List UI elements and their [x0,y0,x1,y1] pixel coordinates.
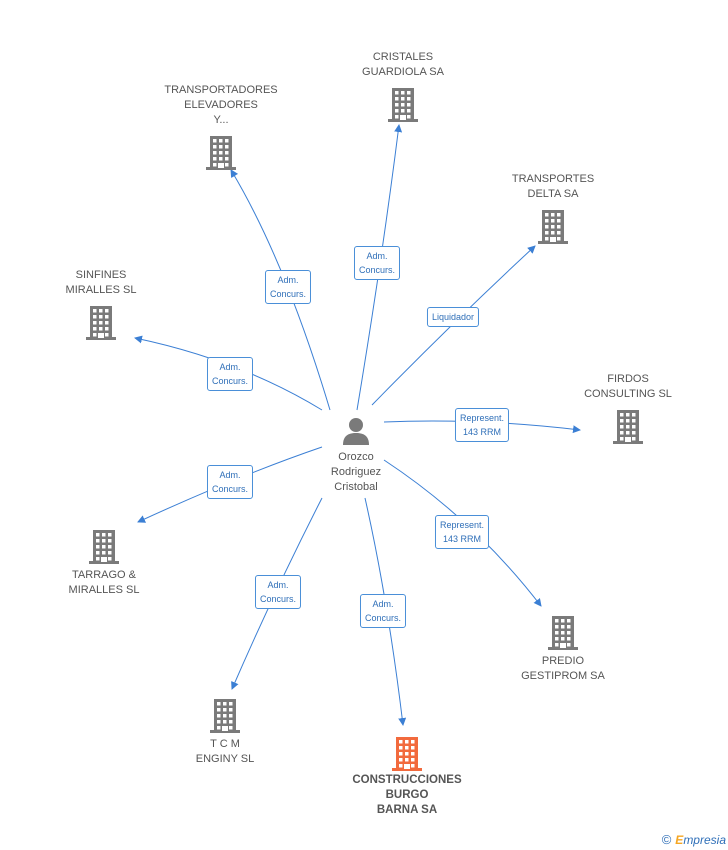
building-icon-cristales[interactable] [386,86,420,127]
watermark[interactable]: ©Empresia [662,832,726,847]
company-label-firdos[interactable]: FIRDOS CONSULTING SL [584,373,672,400]
copyright-icon: © [661,832,672,847]
company-label-tcm[interactable]: T C M ENGINY SL [195,738,255,765]
building-icon-firdos[interactable] [611,408,645,449]
company-label-predio[interactable]: PREDIO GESTIPROM SA [521,655,605,682]
relation-label-firdos[interactable]: Represent. 143 RRM [454,408,510,442]
company-label-cristales[interactable]: CRISTALES GUARDIOLA SA [362,51,444,78]
person-icon[interactable] [341,416,371,451]
company-label-transportadores[interactable]: TRANSPORTADORES ELEVADORES Y... [164,84,278,126]
building-icon-transportadores[interactable] [204,134,238,175]
building-icon-sinfines[interactable] [84,304,118,345]
brand-name: mpresia [683,833,726,847]
relation-label-sinfines[interactable]: Adm. Concurs. [206,357,254,391]
company-label-construcciones[interactable]: CONSTRUCCIONES BURGO BARNA SA [352,774,462,816]
relation-label-transportes-delta[interactable]: Liquidador [426,307,480,327]
relation-label-cristales[interactable]: Adm. Concurs. [353,246,401,280]
building-icon-transportes-delta[interactable] [536,208,570,249]
building-icon-tarrago[interactable] [87,528,121,569]
relation-label-tarrago[interactable]: Adm. Concurs. [206,465,254,499]
building-icon-construcciones[interactable] [390,735,424,776]
company-label-transportes-delta[interactable]: TRANSPORTES DELTA SA [511,173,595,200]
building-icon-tcm[interactable] [208,697,242,738]
relation-label-tcm[interactable]: Adm. Concurs. [254,575,302,609]
brand-initial: E [675,833,684,847]
company-label-tarrago[interactable]: TARRAGO & MIRALLES SL [68,569,140,596]
relation-label-predio[interactable]: Represent. 143 RRM [434,515,490,549]
building-icon-predio[interactable] [546,614,580,655]
company-label-sinfines[interactable]: SINFINES MIRALLES SL [65,269,137,296]
person-name[interactable]: Orozco Rodriguez Cristobal [330,451,382,493]
relation-label-construcciones[interactable]: Adm. Concurs. [359,594,407,628]
relation-label-transportadores[interactable]: Adm. Concurs. [264,270,312,304]
